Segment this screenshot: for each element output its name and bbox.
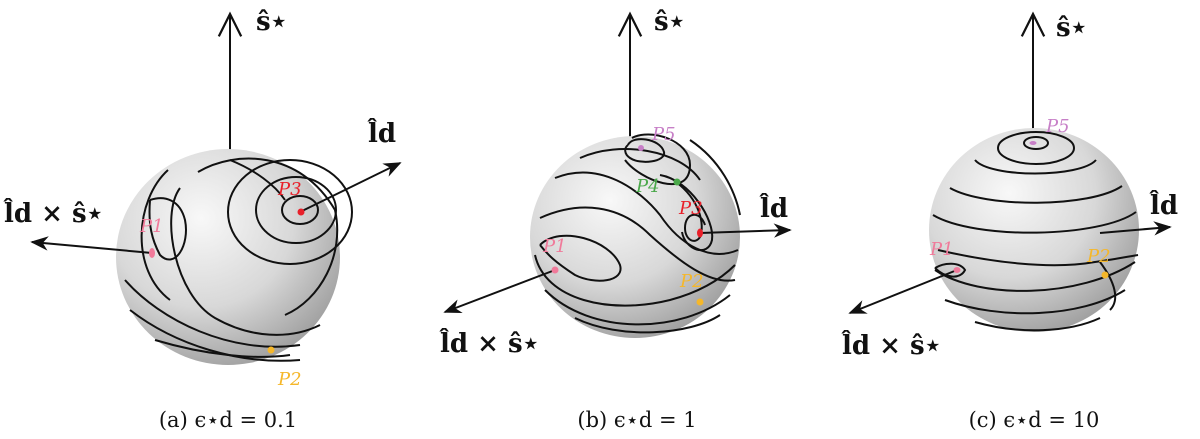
point-p3-a <box>297 208 305 216</box>
point-p3-b <box>697 228 703 238</box>
panel-c: P1 P2 P5 ŝ⋆ l̂d l̂d × ŝ⋆ <box>841 11 1178 361</box>
point-p1-b <box>551 266 559 274</box>
label-cross-b: l̂d × ŝ⋆ <box>439 328 539 359</box>
point-p1-a <box>149 248 155 258</box>
point-p2-a <box>267 346 275 354</box>
label-p3-b: P3 <box>678 198 703 219</box>
label-p2-a: P2 <box>277 369 302 390</box>
label-s-star-a: ŝ⋆ <box>256 7 287 37</box>
panel-b: P1 P2 P3 P4 P5 ŝ⋆ l̂d l̂d × ŝ⋆ <box>439 7 792 359</box>
label-l-hat-c: l̂d <box>1149 190 1178 221</box>
point-p1-c <box>953 267 961 273</box>
caption-b: (b) ϵ⋆d = 1 <box>577 408 697 432</box>
sphere-a <box>116 149 340 365</box>
label-p2-b: P2 <box>679 271 704 292</box>
point-p5-c <box>1029 141 1037 145</box>
panel-a: P1 P2 P3 ŝ⋆ l̂d l̂d × ŝ⋆ <box>3 7 402 390</box>
label-l-hat-b: l̂d <box>759 193 788 224</box>
label-cross-c: l̂d × ŝ⋆ <box>841 330 941 361</box>
label-s-star-c: ŝ⋆ <box>1056 13 1087 43</box>
point-p4-b <box>673 178 681 186</box>
point-p2-c <box>1101 271 1109 279</box>
point-p2-b <box>696 298 704 306</box>
sphere-b <box>530 136 740 338</box>
sphere-c <box>929 128 1139 332</box>
axis-cross-arrow-a <box>30 236 153 254</box>
trajectories-c <box>932 131 1139 332</box>
label-cross-a: l̂d × ŝ⋆ <box>3 198 103 229</box>
axis-l-hat-arrow-a <box>299 162 402 213</box>
label-p3-a: P3 <box>277 179 302 200</box>
trajectories-a <box>124 157 353 362</box>
axis-l-hat-arrow-c <box>1099 221 1172 236</box>
caption-a: (a) ϵ⋆d = 0.1 <box>158 408 298 432</box>
label-p1-b: P1 <box>542 236 567 257</box>
label-l-hat-a: l̂d <box>367 118 396 149</box>
axis-cross-arrow-b <box>443 269 556 313</box>
axis-cross-arrow-c <box>848 269 958 314</box>
label-s-star-b: ŝ⋆ <box>654 7 685 37</box>
label-p4-b: P4 <box>635 176 660 197</box>
point-p5-b <box>638 145 644 151</box>
trajectories-b <box>534 133 741 334</box>
caption-c: (c) ϵ⋆d = 10 <box>968 408 1100 432</box>
axis-l-hat-arrow-b <box>699 223 792 238</box>
label-p5-b: P5 <box>651 124 676 145</box>
label-p5-c: P5 <box>1045 116 1070 137</box>
label-p1-c: P1 <box>929 239 954 260</box>
label-p2-c: P2 <box>1086 246 1111 267</box>
label-p1-a: P1 <box>139 216 164 237</box>
